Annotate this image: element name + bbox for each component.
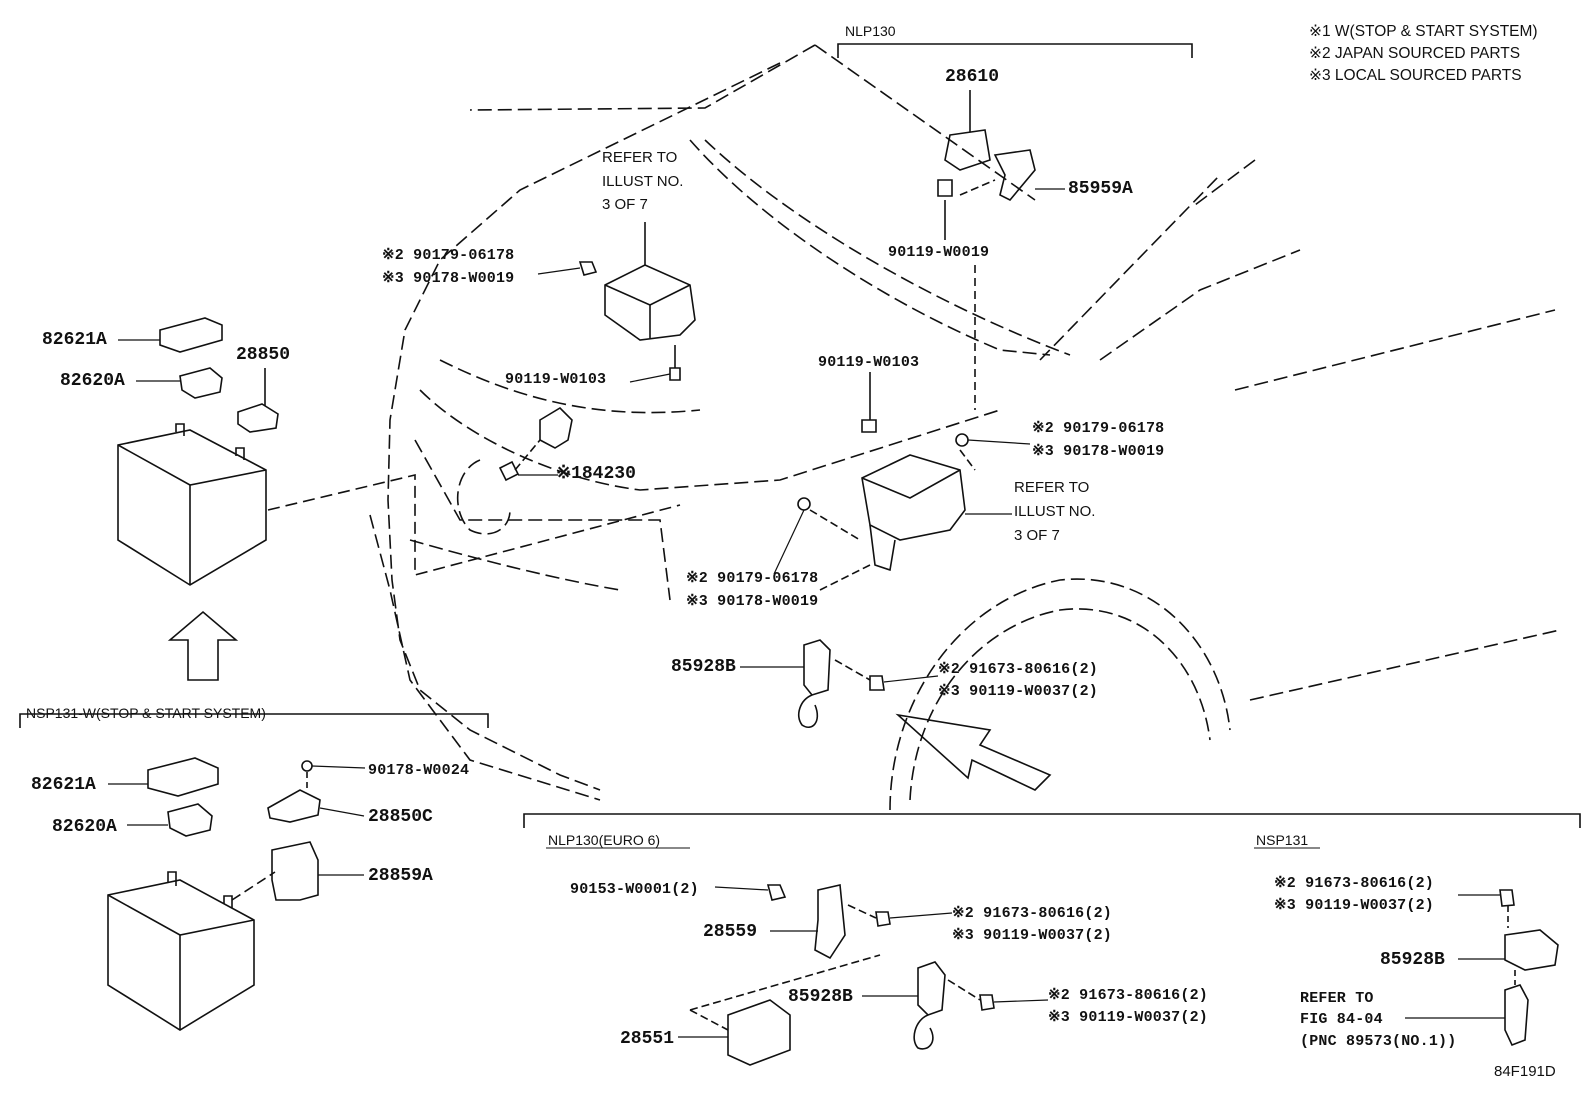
label-85959a: 85959A <box>1068 179 1133 199</box>
label-28859a: 28859A <box>368 866 433 886</box>
refer-fig-line1: REFER TO <box>1300 990 1374 1007</box>
bolt-euro-a <box>875 911 891 927</box>
bracket-28559 <box>814 884 846 960</box>
label-28610: 28610 <box>945 67 1000 87</box>
arrow-diag-icon <box>895 713 1052 791</box>
label-j-90179-06178-c: ※2 90179-06178 <box>686 570 819 587</box>
label-j-91673-80616-b: ※2 91673-80616(2) <box>952 905 1112 922</box>
label-84230: ※184230 <box>556 464 636 484</box>
label-85928b-mid: 85928B <box>671 657 736 677</box>
legend-3: ※3 LOCAL SOURCED PARTS <box>1309 67 1522 84</box>
label-j-91673-80616-c: ※2 91673-80616(2) <box>1048 987 1208 1004</box>
nlp130-bracket <box>837 43 1193 58</box>
bracket-fig-84-04 <box>1504 984 1529 1047</box>
sensor-28850c <box>267 789 321 823</box>
lower-section-bracket <box>523 813 1581 828</box>
headlamp-outline <box>456 459 511 535</box>
label-l-90178-w0019-a: ※3 90178-W0019 <box>382 270 515 287</box>
terminal-82620a-top <box>179 367 223 399</box>
sensor-85928b-nsp <box>1504 929 1559 971</box>
cover-82621a-top <box>159 317 223 353</box>
sensor-85928b-euro <box>917 961 946 1016</box>
label-l-90119-w0037-d: ※3 90119-W0037(2) <box>1274 897 1434 914</box>
label-l-90119-w0037-b: ※3 90119-W0037(2) <box>952 927 1112 944</box>
terminal-82620a-bottom <box>167 803 213 837</box>
refer-top-line2: ILLUST NO. <box>602 173 684 190</box>
sensor-85928b-mid <box>803 639 831 696</box>
label-j-91673-80616-a: ※2 91673-80616(2) <box>938 661 1098 678</box>
bolt-mid <box>861 419 877 433</box>
label-l-90178-w0019-c: ※3 90178-W0019 <box>686 593 819 610</box>
leader-lines <box>108 188 1505 1038</box>
battery-bottom <box>107 871 255 1031</box>
fuse-box-mid <box>861 454 966 541</box>
section-nsp131w: NSP131-W(STOP & START SYSTEM) <box>26 705 266 721</box>
refer-mid-line2: ILLUST NO. <box>1014 503 1096 520</box>
relay-box-top <box>604 264 696 341</box>
nut-mid-right <box>955 433 969 447</box>
relay-84230 <box>539 406 573 449</box>
label-82621a-bottom: 82621A <box>31 775 96 795</box>
section-nsp131: NSP131 <box>1256 832 1309 848</box>
label-82621a-top: 82621A <box>42 330 107 350</box>
label-28850: 28850 <box>236 345 291 365</box>
label-85928b-nsp: 85928B <box>1380 950 1445 970</box>
label-28551: 28551 <box>620 1029 675 1049</box>
refer-fig-line3: (PNC 89573(NO.1)) <box>1300 1033 1457 1050</box>
bolt-euro-b <box>979 994 995 1011</box>
refer-mid-line1: REFER TO <box>1014 479 1090 496</box>
label-82620a-bottom: 82620A <box>52 817 117 837</box>
bolt-nsp <box>1499 889 1515 907</box>
label-j-90179-06178-b: ※2 90179-06178 <box>1032 420 1165 437</box>
label-90153-w0001: 90153-W0001(2) <box>570 881 699 898</box>
label-28850c: 28850C <box>368 807 433 827</box>
section-nlp130-euro6: NLP130(EURO 6) <box>548 832 661 848</box>
label-82620a-top: 82620A <box>60 371 125 391</box>
arrow-up-icon <box>167 610 239 681</box>
nut-top <box>578 261 598 276</box>
vehicle-body-outline <box>369 44 1561 811</box>
nsp131w-bracket <box>19 713 489 728</box>
label-90119-w0019: 90119-W0019 <box>888 244 990 261</box>
bolt-top <box>669 367 681 381</box>
label-j-91673-80616-d: ※2 91673-80616(2) <box>1274 875 1434 892</box>
label-28559: 28559 <box>703 922 758 942</box>
bracket-28859a <box>271 841 319 901</box>
label-90119-w0103-b: 90119-W0103 <box>818 354 920 371</box>
refer-top-line1: REFER TO <box>602 149 678 166</box>
legend-1: ※1 W(STOP & START SYSTEM) <box>1309 23 1538 40</box>
figure-id: 84F191D <box>1494 1063 1556 1080</box>
cover-82621a-bottom <box>147 757 219 797</box>
relay-28610 <box>944 129 991 171</box>
label-l-90119-w0037-c: ※3 90119-W0037(2) <box>1048 1009 1208 1026</box>
section-nlp130: NLP130 <box>845 23 896 39</box>
bolt-90153 <box>766 884 787 901</box>
nut-mid-left <box>797 497 811 511</box>
refer-fig-line2: FIG 84-04 <box>1300 1011 1383 1028</box>
refer-mid-line3: 3 OF 7 <box>1014 527 1060 544</box>
label-85928b-euro: 85928B <box>788 987 853 1007</box>
label-j-90179-06178-a: ※2 90179-06178 <box>382 247 515 264</box>
bracket-85959a <box>993 149 1036 201</box>
block-28551 <box>727 999 791 1066</box>
legend-2: ※2 JAPAN SOURCED PARTS <box>1309 45 1521 62</box>
label-90178-w0024: 90178-W0024 <box>368 762 470 779</box>
sensor-28850 <box>237 403 279 433</box>
label-l-90178-w0019-b: ※3 90178-W0019 <box>1032 443 1165 460</box>
label-l-90119-w0037-a: ※3 90119-W0037(2) <box>938 683 1098 700</box>
label-90119-w0103-a: 90119-W0103 <box>505 371 607 388</box>
refer-top-line3: 3 OF 7 <box>602 196 648 213</box>
bolt-90119-w0019 <box>937 179 953 197</box>
battery-top <box>117 423 267 586</box>
bolt-85928b-mid <box>869 675 885 691</box>
